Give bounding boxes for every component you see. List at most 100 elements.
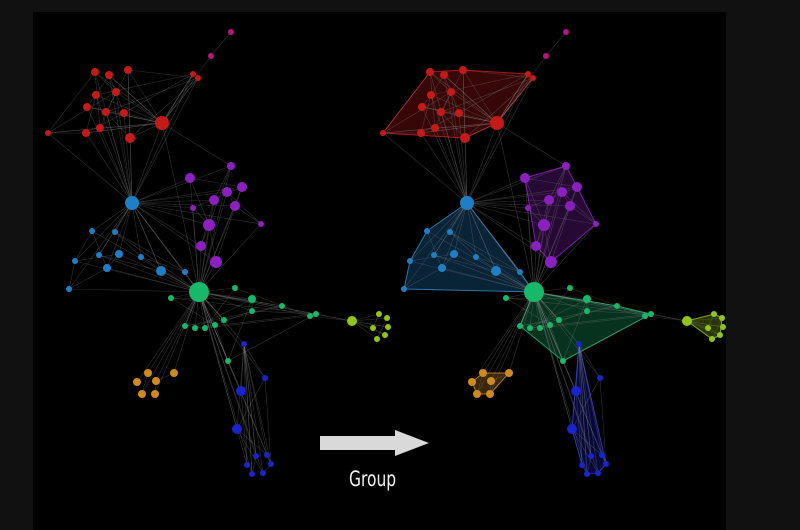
edge [562,298,588,362]
red-node [124,66,132,74]
edge [243,343,272,465]
edge [198,224,210,293]
navy-node [579,462,585,468]
edge [575,390,583,466]
edge [351,320,386,336]
edge [131,202,262,225]
edge [449,231,535,293]
edge [403,288,535,293]
edge [533,224,545,293]
navy-node [576,341,582,347]
edge [236,377,266,430]
edge [686,317,723,322]
edge [184,305,283,327]
edge [458,112,468,204]
red-node [125,133,135,143]
edge [466,191,563,204]
edge [433,254,497,272]
edge [533,291,588,475]
blue-node [517,269,523,275]
edge [533,291,599,474]
red-node [459,66,467,74]
edge [95,94,163,124]
purple-node [210,256,222,268]
edge [189,177,200,293]
edge [409,253,455,262]
edge [524,177,578,188]
edge [440,111,498,124]
edge [161,73,194,124]
purple-node [544,195,554,205]
edge [105,111,131,139]
navy-node [588,453,594,459]
edge [482,291,535,374]
edge [466,165,567,204]
lime-node [719,315,725,321]
edge [686,320,724,328]
edge [462,69,498,124]
edge [154,291,200,395]
edge [98,254,200,293]
edge [68,260,76,290]
green-node [307,313,313,319]
lime-node [717,332,723,338]
edge [578,343,603,456]
blue-node [401,286,407,292]
edge [94,71,117,93]
edge [123,73,194,114]
edge [106,267,200,293]
blue-node [89,228,95,234]
edge [131,202,200,293]
edge [533,205,571,293]
edge [131,77,199,204]
edge [578,343,592,457]
blue-node [125,196,139,210]
lime-node [382,332,388,338]
edge [74,230,93,262]
edge [496,77,534,124]
edge [131,122,163,204]
edge [543,224,552,263]
red-node [92,91,100,99]
edge [74,202,133,262]
edge [496,73,529,124]
edge [198,199,215,293]
edge [161,77,199,124]
green-node [212,322,218,328]
red-node [447,88,455,96]
edge [430,94,498,124]
edge [123,112,133,204]
edge [586,455,592,475]
edge [74,260,200,293]
green-node [202,325,208,331]
edge [548,165,567,201]
purple-node [557,187,567,197]
edge [466,202,571,207]
edge [115,91,163,124]
edge [198,223,262,293]
edge [198,291,283,307]
edge [131,202,186,273]
edge [429,71,452,93]
edge [376,317,388,340]
edge [170,297,253,300]
edge [524,177,545,226]
edge [198,291,257,457]
orange-node [473,390,481,398]
edge [198,291,317,315]
edge [466,202,552,263]
edge [131,165,232,204]
blue-node [431,252,437,258]
edge [466,122,498,204]
edge [198,291,272,465]
edge [549,324,564,362]
lime-node [711,311,717,317]
red-node [45,130,51,136]
edge [420,94,432,134]
orange-node [152,377,160,385]
edge [198,291,268,456]
edge [533,291,688,322]
edge [214,324,229,362]
edge [85,112,125,134]
purple-node [593,221,599,227]
